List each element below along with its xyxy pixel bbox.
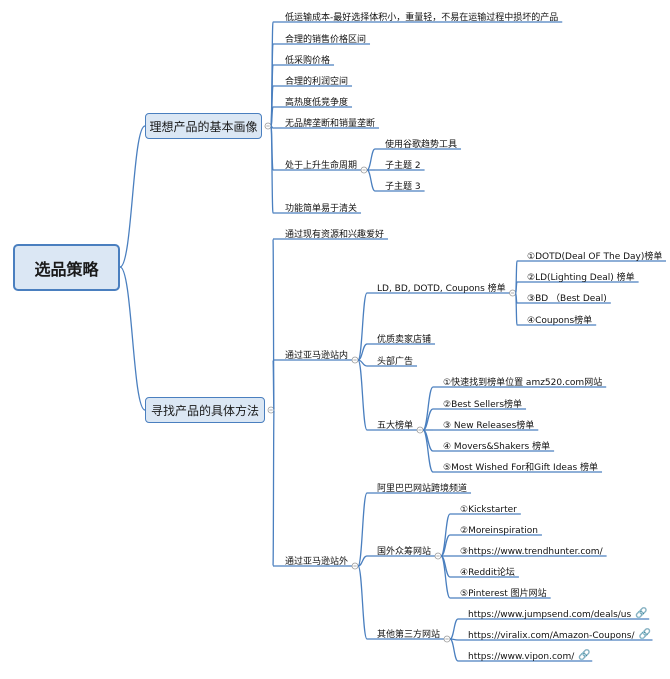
connector-curve <box>357 565 368 640</box>
connector-curve <box>440 513 451 557</box>
connector-curve <box>514 292 518 326</box>
topic-level-4[interactable]: ⑤Most Wished For和Gift Ideas 榜单 <box>443 463 599 473</box>
topic-level-4[interactable]: ③https://www.trendhunter.com/ <box>460 547 603 557</box>
connector-curve <box>449 638 459 662</box>
topic-level-4[interactable]: ②Best Sellers榜单 <box>443 400 523 410</box>
connector-curve <box>357 292 368 361</box>
topic-level-4[interactable]: ④Reddit论坛 <box>460 568 515 578</box>
topic-level-4[interactable]: ③BD （Best Deal) <box>527 294 607 304</box>
connector-curve <box>119 125 146 268</box>
connector-curve <box>357 555 368 567</box>
topic-level-3[interactable]: 子主题 3 <box>385 182 421 192</box>
topic-level-3[interactable]: 其他第三方网站 <box>377 630 441 640</box>
topic-level-4[interactable]: ②LD(Lighting Deal) 榜单 <box>527 273 635 283</box>
topic-level-2[interactable]: 低运输成本-最好选择体积小，重量轻，不易在运输过程中损坏的产品 <box>285 13 559 23</box>
link-icon[interactable]: 🔗 <box>578 650 591 661</box>
topic-level-2[interactable]: 通过亚马逊站内 <box>285 351 349 361</box>
topic-level-3[interactable]: 子主题 2 <box>385 161 421 171</box>
connector-curve <box>357 492 368 567</box>
topic-level-4[interactable]: ②Moreinspiration <box>460 526 538 536</box>
topic-level-4[interactable]: ⑤Pinterest 图片网站 <box>460 589 547 599</box>
topic-level-4[interactable]: ①快速找到榜单位置 amz520.com网站 <box>443 378 603 388</box>
topic-level-3[interactable]: 头部广告 <box>377 357 414 367</box>
topic-level-4[interactable]: ①Kickstarter <box>460 505 517 515</box>
topic-level-2[interactable]: 通过现有资源和兴趣爱好 <box>285 230 385 240</box>
link-icon[interactable]: 🔗 <box>638 629 651 640</box>
topic-level-4[interactable]: https://www.jumpsend.com/deals/us <box>468 610 632 620</box>
topic-level-3[interactable]: 国外众筹网站 <box>377 547 432 557</box>
topic-level-2[interactable]: 低采购价格 <box>285 56 331 66</box>
topic-level-3[interactable]: 使用谷歌趋势工具 <box>385 140 458 150</box>
topic-level-4[interactable]: https://viralix.com/Amazon-Coupons/ <box>468 631 635 641</box>
topic-level-3[interactable]: 优质卖家店铺 <box>377 335 432 345</box>
connector-curve <box>366 169 376 192</box>
connector-curve <box>366 148 376 171</box>
connector-curve <box>449 618 459 640</box>
connector-curve <box>440 555 451 599</box>
connector-curve <box>272 359 275 411</box>
topic-level-2[interactable]: 处于上升生命周期 <box>285 161 358 171</box>
topic-level-2[interactable]: 合理的销售价格区间 <box>285 35 367 45</box>
root-topic[interactable]: 选品策略 <box>13 244 120 291</box>
topic-level-2[interactable]: 通过亚马逊站外 <box>285 557 349 567</box>
connector-curve <box>270 125 274 214</box>
topic-level-4[interactable]: ④ Movers&Shakers 榜单 <box>443 442 551 452</box>
topic-level-2[interactable]: 功能简单易于清关 <box>285 204 358 214</box>
topic-level-2[interactable]: 合理的利润空间 <box>285 77 349 87</box>
connector-curve <box>272 409 275 567</box>
topic-level-3[interactable]: LD, BD, DOTD, Coupons 榜单 <box>377 284 506 294</box>
topic-level-2[interactable]: 无品牌垄断和销量垄断 <box>285 119 376 129</box>
topic-level-4[interactable]: ④Coupons榜单 <box>527 316 593 326</box>
branch-topic[interactable]: 理想产品的基本画像 <box>145 113 262 139</box>
topic-level-2[interactable]: 高热度低竞争度 <box>285 98 349 108</box>
topic-level-3[interactable]: 五大榜单 <box>377 421 414 431</box>
topic-level-4[interactable]: ③ New Releases榜单 <box>443 421 535 431</box>
connector-curve <box>422 386 434 431</box>
link-icon[interactable]: 🔗 <box>635 608 648 619</box>
connector-curve <box>119 266 146 411</box>
connector-curve <box>357 359 368 431</box>
topic-level-4[interactable]: ①DOTD(Deal OF The Day)榜单 <box>527 252 663 262</box>
topic-level-4[interactable]: https://www.vipon.com/ <box>468 652 575 662</box>
branch-topic[interactable]: 寻找产品的具体方法 <box>145 397 265 423</box>
connector-curve <box>422 429 434 473</box>
topic-level-3[interactable]: 阿里巴巴网站跨境频道 <box>377 484 468 494</box>
